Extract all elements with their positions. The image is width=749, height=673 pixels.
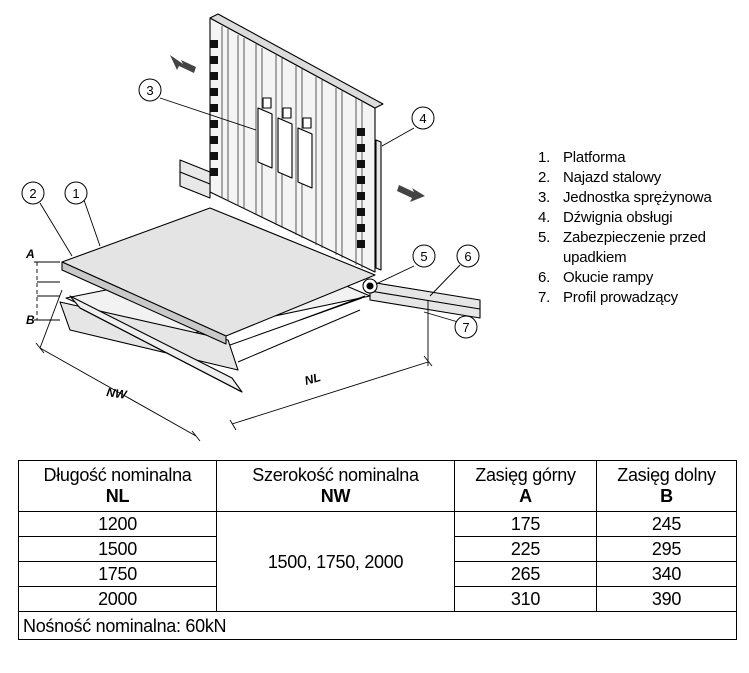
callout-7: 7: [462, 320, 469, 335]
legend-item: 5.Zabezpieczenie przed upadkiem: [538, 228, 749, 268]
operating-lever: [375, 139, 382, 271]
table-row: 1500 225 295: [18, 536, 737, 562]
cell-a: 265: [454, 561, 597, 587]
dim-a-label: A: [25, 247, 35, 261]
table-footer-row: Nośność nominalna: 60kN: [18, 611, 737, 640]
dimension-lines: [34, 261, 433, 442]
legend-label: Jednostka sprężynowa: [563, 189, 712, 206]
cell-b: 390: [596, 586, 737, 612]
callout-4: 4: [419, 111, 426, 126]
dock-leveler-drawing: 1 2 3 4 5 6 7 A B NW NL: [21, 13, 481, 442]
callout-circles: [21, 78, 480, 339]
left-bracket: [179, 159, 211, 199]
cell-a: 175: [454, 511, 597, 537]
cell-b: 340: [596, 561, 737, 587]
callout-3: 3: [146, 83, 153, 98]
cell-b: 245: [596, 511, 737, 537]
callout-5: 5: [420, 249, 427, 264]
parts-legend: 1.Platforma 2.Najazd stalowy 3.Jednostka…: [538, 148, 749, 308]
dim-b-label: B: [26, 313, 35, 327]
cell-b: 295: [596, 536, 737, 562]
dim-nw-label: NW: [106, 385, 129, 402]
platform-front: [61, 261, 227, 345]
legend-item: 4.Dźwignia obsługi: [538, 208, 749, 228]
legend-label: Profil prowadzący: [563, 289, 678, 306]
legend-label: Dźwignia obsługi: [563, 209, 673, 226]
cell-nl: 2000: [18, 586, 217, 612]
legend-item: 6.Okucie rampy: [538, 268, 749, 288]
callout-2: 2: [29, 186, 36, 201]
cell-a: 310: [454, 586, 597, 612]
cell-nw-merged: 1500, 1750, 2000: [216, 511, 455, 612]
callout-1: 1: [72, 186, 79, 201]
legend-item: 7.Profil prowadzący: [538, 288, 749, 308]
spring-units: [257, 97, 313, 189]
arrow-left: [170, 55, 196, 73]
legend-item: 2.Najazd stalowy: [538, 168, 749, 188]
callout-6: 6: [464, 249, 471, 264]
cell-nl: 1500: [18, 536, 217, 562]
arrow-right: [397, 185, 425, 202]
leader-lines: [39, 97, 461, 323]
legend-label: Zabezpieczenie przed upadkiem: [563, 229, 706, 266]
legend-item: 3.Jednostka sprężynowa: [538, 188, 749, 208]
load-capacity-note: Nośność nominalna: 60kN: [18, 611, 737, 640]
table-row: 1200 1500, 1750, 2000 175 245: [18, 511, 737, 612]
cell-nl: 1750: [18, 561, 217, 587]
wall-top-edge: [209, 13, 384, 109]
legend-label: Platforma: [563, 149, 626, 166]
legend-label: Najazd stalowy: [563, 169, 662, 186]
struts: [229, 295, 366, 363]
legend-label: Okucie rampy: [563, 269, 654, 286]
legend-item: 1.Platforma: [538, 148, 749, 168]
cell-nl: 1200: [18, 511, 217, 537]
dim-nl-label: NL: [303, 370, 322, 388]
cell-a: 225: [454, 536, 597, 562]
hazard-stripes-right: [357, 128, 365, 248]
hazard-stripes-left: [210, 40, 218, 176]
